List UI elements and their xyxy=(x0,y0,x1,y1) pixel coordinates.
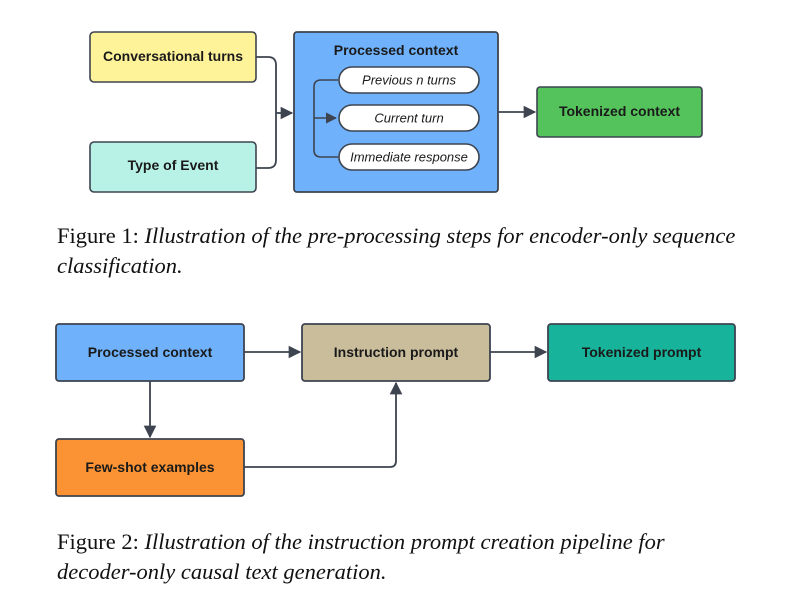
figure-1-caption-label: Figure 1: xyxy=(57,223,139,248)
figure-2-caption-label: Figure 2: xyxy=(57,529,139,554)
inputs-merge-connector xyxy=(256,56,277,169)
instruction-prompt-label: Instruction prompt xyxy=(334,344,459,360)
figure-1-caption: Figure 1: Illustration of the pre-proces… xyxy=(57,221,747,281)
svg-text:Previous n turns: Previous n turns xyxy=(362,73,456,88)
figure-2: Processed context Instruction prompt Tok… xyxy=(55,323,736,497)
processed-context-box: Processed context xyxy=(55,323,245,382)
processed-context-title: Processed context xyxy=(334,42,459,58)
svg-text:Current turn: Current turn xyxy=(374,111,443,126)
fewshot-to-instruction-arrow xyxy=(244,381,403,468)
tokenized-context-label: Tokenized context xyxy=(559,103,680,119)
type-of-event-label: Type of Event xyxy=(128,157,219,173)
few-shot-examples-box: Few-shot examples xyxy=(55,438,245,497)
figure-2-caption: Figure 2: Illustration of the instructio… xyxy=(57,527,747,587)
figure-2-caption-text: Illustration of the instruction prompt c… xyxy=(57,529,665,584)
tokenized-prompt-box: Tokenized prompt xyxy=(547,323,736,382)
processed-context-label: Processed context xyxy=(88,344,213,360)
pill-previous-n-turns: Previous n turns xyxy=(338,66,480,94)
figure-1-caption-text: Illustration of the pre-processing steps… xyxy=(57,223,736,278)
conversational-turns-label: Conversational turns xyxy=(103,48,243,64)
svg-text:Immediate response: Immediate response xyxy=(350,150,468,165)
pill-immediate-response: Immediate response xyxy=(338,143,480,171)
instruction-prompt-box: Instruction prompt xyxy=(301,323,491,382)
pill-current-turn: Current turn xyxy=(338,104,480,132)
figure-1: Conversational turns Type of Event Proce… xyxy=(89,31,703,193)
type-of-event-box: Type of Event xyxy=(89,141,257,193)
tokenized-prompt-label: Tokenized prompt xyxy=(582,344,702,360)
conversational-turns-box: Conversational turns xyxy=(89,31,257,83)
few-shot-examples-label: Few-shot examples xyxy=(85,459,214,475)
tokenized-context-box: Tokenized context xyxy=(536,86,703,138)
